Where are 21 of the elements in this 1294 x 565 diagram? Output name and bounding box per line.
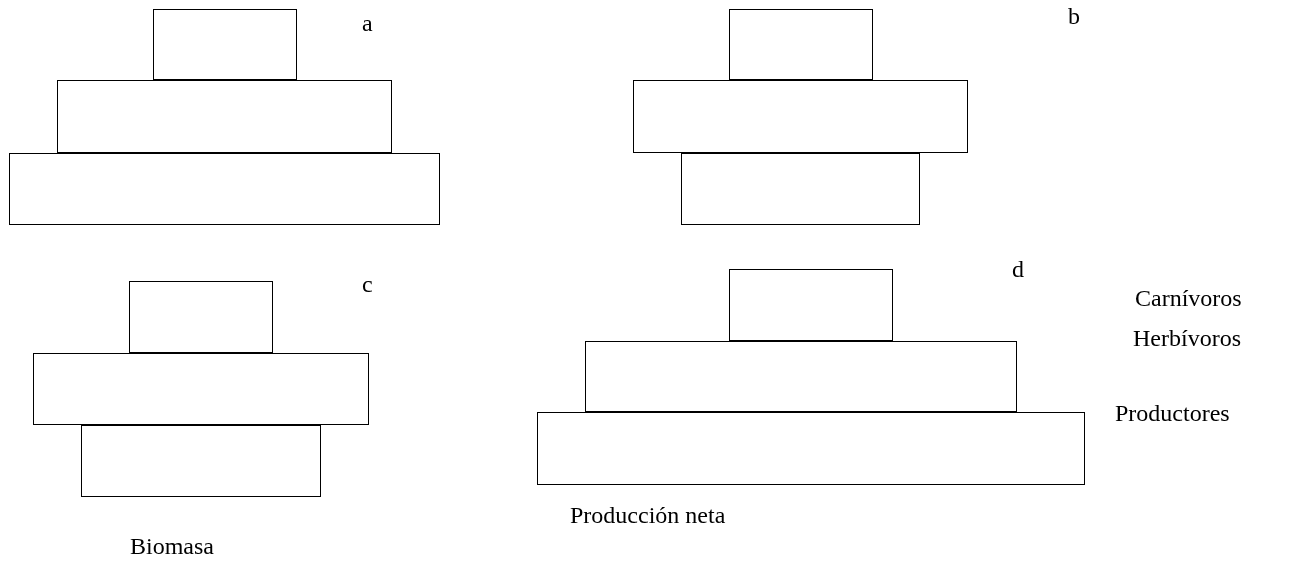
panel-letter: c <box>362 271 373 298</box>
pyramid-level-box <box>537 412 1085 485</box>
pyramid-level-box <box>129 281 273 353</box>
level-label: Carnívoros <box>1135 285 1242 312</box>
level-label: Herbívoros <box>1133 325 1241 352</box>
pyramid-level-box <box>153 9 297 80</box>
pyramid-level-box <box>57 80 392 153</box>
pyramid-level-box <box>729 269 893 341</box>
column-caption: Producción neta <box>570 502 726 529</box>
pyramid-level-box <box>33 353 369 425</box>
panel-letter: d <box>1012 256 1024 283</box>
pyramid-level-box <box>729 9 873 80</box>
pyramid-level-box <box>681 153 920 225</box>
pyramid-level-box <box>9 153 440 225</box>
panel-letter: b <box>1068 3 1080 30</box>
pyramid-level-box <box>81 425 321 497</box>
pyramid-level-box <box>585 341 1017 412</box>
level-label: Productores <box>1115 400 1230 427</box>
pyramid-level-box <box>633 80 968 153</box>
column-caption: Biomasa <box>130 533 214 560</box>
panel-letter: a <box>362 10 373 37</box>
